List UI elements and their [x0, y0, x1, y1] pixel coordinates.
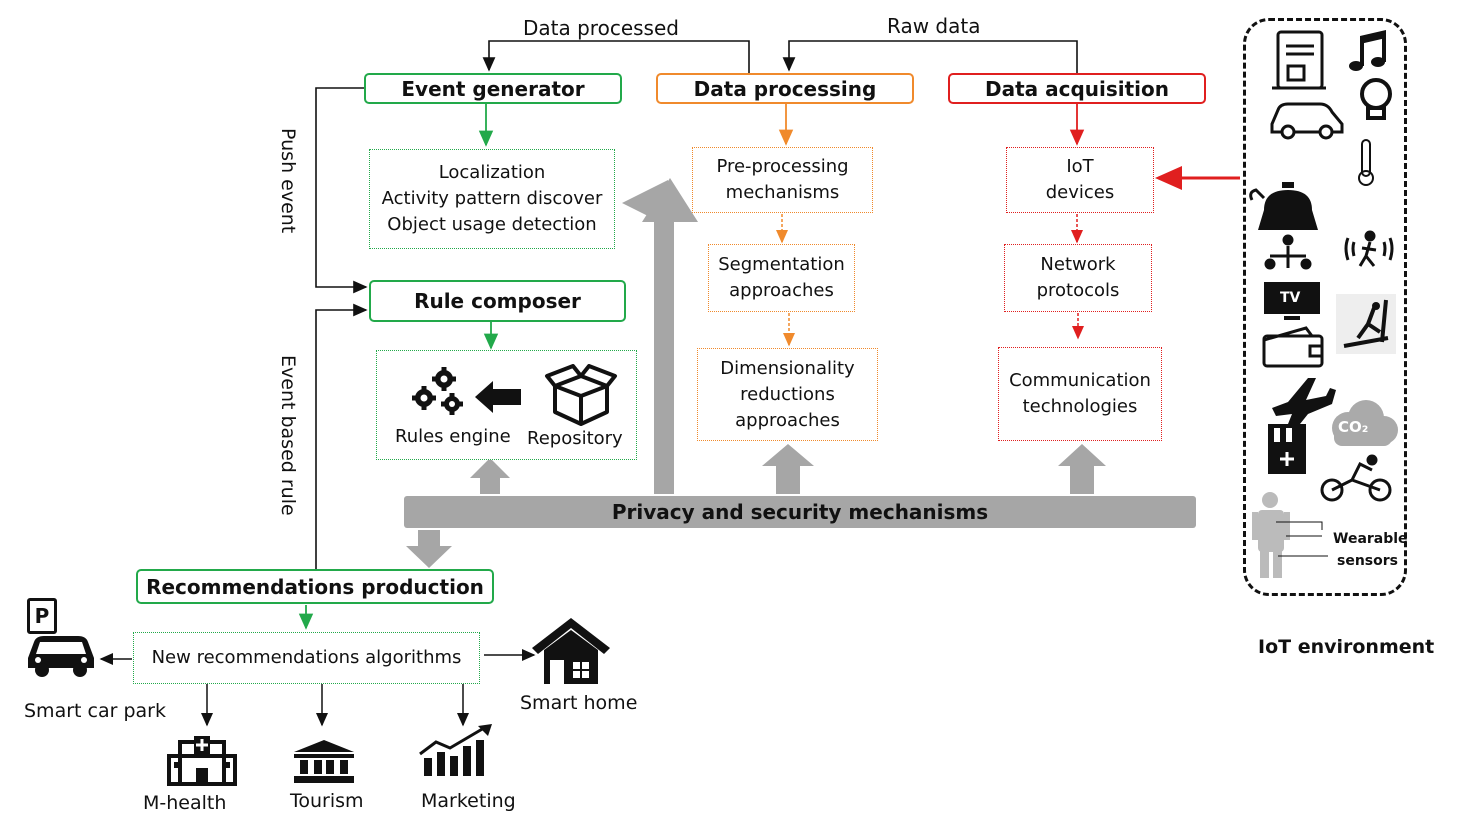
wearable-label: Wearable	[1333, 531, 1408, 547]
tourism-label: Tourism	[290, 790, 364, 812]
segmentation-box: Segmentation approaches	[708, 244, 855, 312]
left-arrow-icon	[475, 381, 521, 413]
algorithms-box: New recommendations algorithms	[133, 632, 480, 684]
rule-composer-box: Rule composer	[369, 280, 626, 322]
walking-person-icon	[1344, 230, 1394, 267]
iot-device-icons	[1249, 30, 1398, 578]
airplane-icon	[1272, 378, 1336, 434]
grey-left-arrow	[622, 180, 668, 226]
grey-up-arrow-big	[642, 178, 698, 494]
co2-text: CO₂	[1338, 418, 1369, 436]
car-icon	[28, 636, 94, 677]
rules-engine-label: Rules engine	[395, 426, 511, 447]
grey-down-arrow	[406, 530, 452, 568]
growth-chart-icon	[419, 724, 492, 776]
motion-sensor-icon	[1264, 234, 1312, 270]
data-processed-label: Data processed	[523, 16, 679, 40]
repository-box-icon	[545, 364, 617, 426]
car-outline-icon	[1270, 102, 1344, 140]
pre-processing-box: Pre-processing mechanisms	[692, 147, 873, 213]
data-processing-box: Data processing	[656, 73, 914, 104]
iot-environment-frame	[1243, 18, 1407, 596]
sensor-leader-lines	[1276, 521, 1328, 557]
iot-devices-box: IoT devices	[1006, 147, 1154, 213]
sensors-label: sensors	[1337, 553, 1398, 569]
house-icon	[532, 618, 610, 684]
battery-plus-icon	[1268, 424, 1306, 474]
raw-data-loop	[782, 40, 1078, 73]
hospital-icon	[167, 736, 237, 786]
push-event-label: Push event	[277, 128, 299, 234]
wallet-icon	[1262, 326, 1324, 368]
event-rule-loop	[315, 303, 368, 571]
grey-up-arrow-comm	[1058, 444, 1106, 494]
music-note-icon	[1349, 30, 1386, 71]
kettle-icon	[1249, 182, 1318, 230]
raw-data-label: Raw data	[887, 14, 981, 38]
privacy-security-bar: Privacy and security mechanisms	[404, 496, 1196, 528]
tv-icon	[1264, 282, 1320, 320]
communication-technologies-box: Communication technologies	[998, 347, 1162, 441]
gears-icon	[412, 367, 463, 415]
dimensionality-box: Dimensionality reductions approaches	[697, 348, 878, 441]
cyclist-icon	[1320, 454, 1392, 502]
light-bulb-icon	[1360, 78, 1392, 120]
recommendations-production-box: Recommendations production	[136, 569, 494, 604]
network-protocols-box: Network protocols	[1004, 244, 1152, 312]
parking-sign-icon: P	[27, 598, 57, 634]
thermometer-icon	[1358, 139, 1374, 186]
smart-home-label: Smart home	[520, 692, 638, 714]
data-processed-loop	[482, 40, 750, 73]
event-generator-tasks: Localization Activity pattern discover O…	[369, 149, 615, 249]
museum-icon	[294, 740, 354, 783]
marketing-label: Marketing	[421, 790, 516, 812]
coffee-machine-icon	[1272, 30, 1326, 90]
smart-car-park-label: Smart car park	[24, 700, 166, 722]
co2-cloud-icon	[1332, 400, 1398, 446]
repository-label: Repository	[527, 428, 623, 449]
treadmill-icon	[1336, 294, 1396, 354]
m-health-label: M-health	[143, 792, 227, 814]
grey-up-arrow-dim	[762, 444, 814, 494]
event-based-rule-label: Event based rule	[277, 355, 299, 516]
push-event-loop	[315, 87, 368, 294]
data-acquisition-box: Data acquisition	[948, 73, 1206, 104]
human-figure-icon	[1252, 492, 1290, 578]
grey-up-arrow-rules	[470, 458, 510, 494]
tv-text: TV	[1280, 290, 1301, 306]
iot-environment-label: IoT environment	[1258, 636, 1435, 658]
event-generator-box: Event generator	[364, 73, 622, 104]
